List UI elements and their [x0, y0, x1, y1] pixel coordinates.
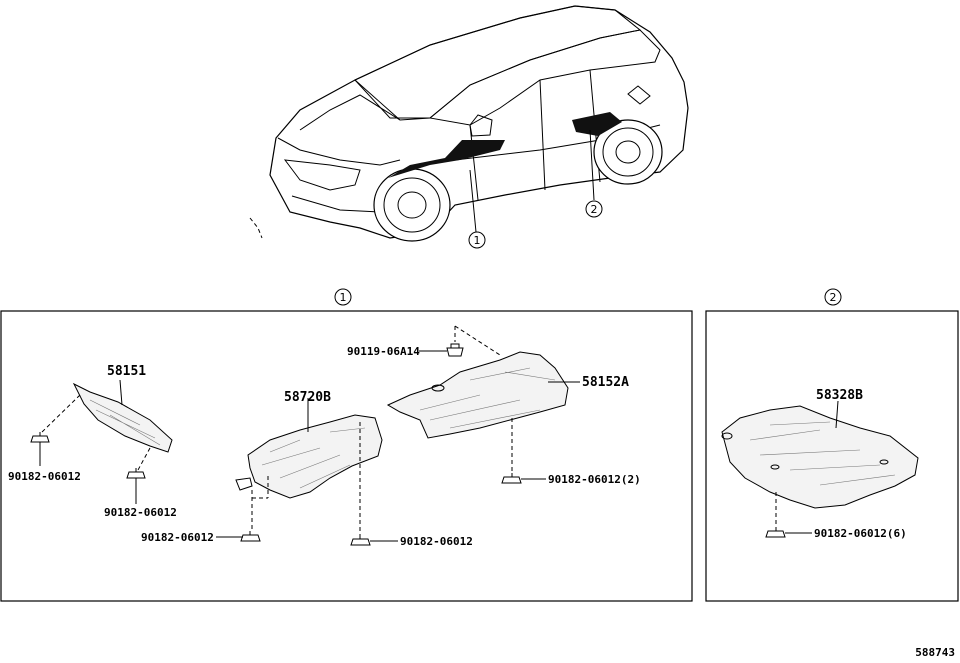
part-label-58152a: 58152A: [582, 375, 629, 390]
svg-text:1: 1: [340, 291, 347, 304]
diagram-id: 588743: [915, 646, 955, 659]
part-label-58151: 58151: [107, 364, 146, 379]
detail-panel-1: [0, 310, 693, 602]
car-illustration: [249, 5, 689, 242]
part-label-58720b: 58720B: [284, 390, 331, 405]
fastener-label: 90119-06A14: [347, 345, 420, 358]
part-label-58328b: 58328B: [816, 388, 863, 403]
fastener-label: 90182-06012: [8, 470, 81, 483]
shield-58151: [72, 379, 173, 453]
nut-icon: [30, 432, 50, 443]
svg-text:2: 2: [591, 203, 598, 216]
nut-icon: [350, 535, 371, 546]
fastener-label: 90182-06012: [141, 531, 214, 544]
nut-icon: [126, 468, 146, 479]
shield-58328b: [721, 400, 919, 509]
fastener-label: 90182-06012(2): [548, 473, 641, 486]
fastener-label: 90182-06012: [104, 506, 177, 519]
svg-text:1: 1: [474, 234, 481, 247]
fastener-label: 90182-06012: [400, 535, 473, 548]
shield-58152a: [386, 351, 580, 439]
shield-58720b: [235, 398, 383, 499]
nut-icon: [240, 531, 261, 542]
fastener-label: 90182-06012(6): [814, 527, 907, 540]
svg-text:2: 2: [830, 291, 837, 304]
insulator-area-front: [388, 140, 505, 178]
callout-2-panel: 2: [824, 288, 842, 306]
callout-2-car: 2: [585, 200, 603, 218]
detail-panel-2: [705, 310, 959, 602]
nut-icon: [501, 473, 522, 484]
callout-1-panel: 1: [334, 288, 352, 306]
bolt-icon: [446, 343, 464, 357]
nut-icon: [765, 527, 786, 538]
insulator-area-rear: [572, 112, 622, 136]
callout-1-car: 1: [468, 231, 486, 249]
